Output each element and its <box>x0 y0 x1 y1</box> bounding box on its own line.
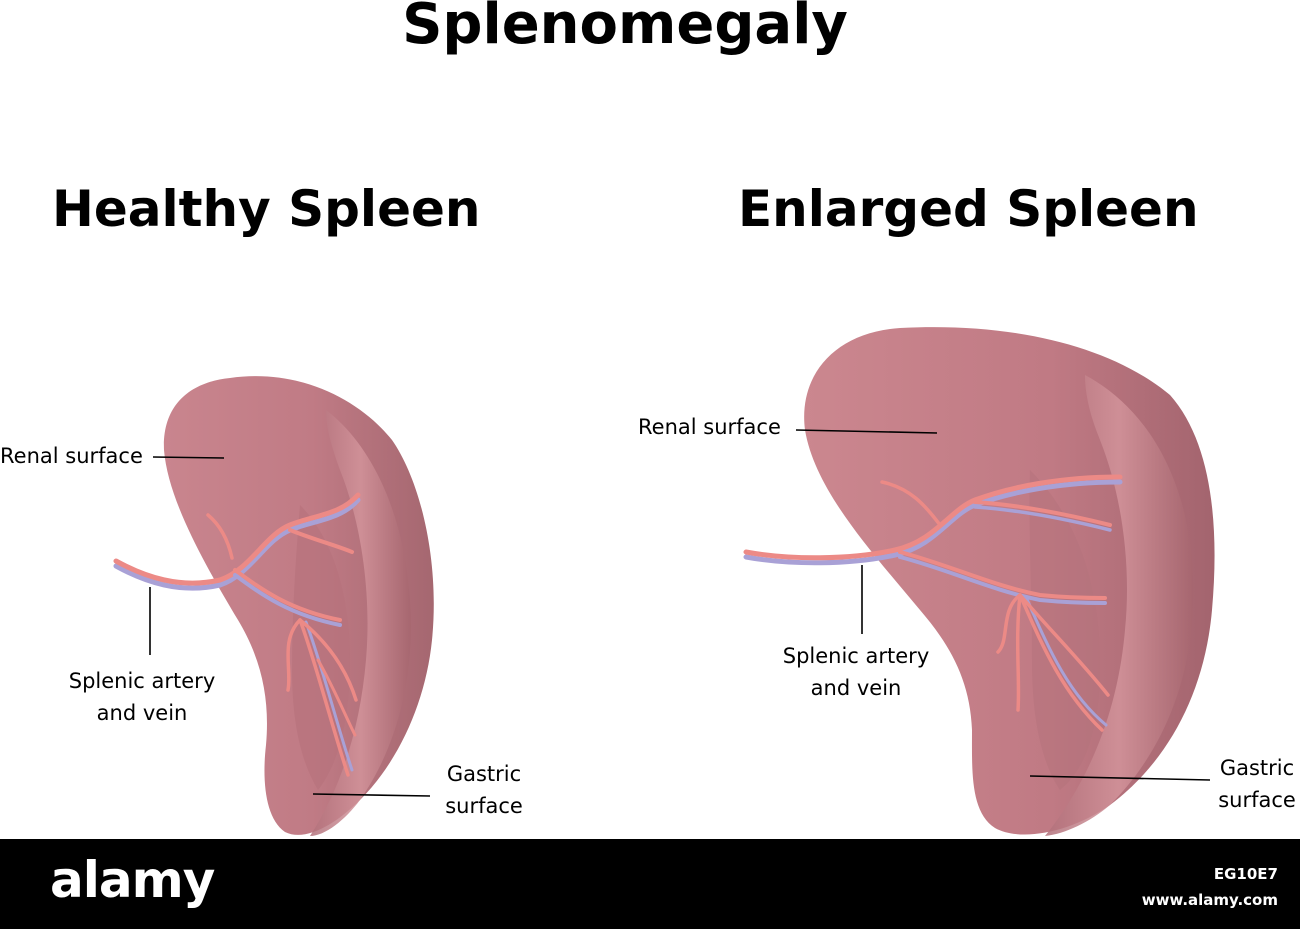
enlarged-spleen <box>743 327 1215 836</box>
enlarged-spleen-rim <box>1045 375 1194 836</box>
healthy-gastric-surface-label: Gastric surface <box>434 758 534 822</box>
image-id: EG10E7 <box>1213 865 1278 883</box>
main-title: Splenomegaly <box>402 0 848 57</box>
image-id-block: EG10E7 www.alamy.com <box>1142 861 1278 913</box>
watermark-url: www.alamy.com <box>1141 891 1278 909</box>
enlarged-gastric-surface-label: Gastric surface <box>1212 752 1300 816</box>
enlarged-splenic-artery-line1: Splenic artery <box>782 644 930 668</box>
enlarged-splenic-artery-label: Splenic artery and vein <box>775 640 937 704</box>
healthy-spleen-heading: Healthy Spleen <box>52 180 481 238</box>
healthy-gastric-line2: surface <box>445 794 523 818</box>
enlarged-vessels <box>743 474 1123 732</box>
enlarged-renal-surface-label: Renal surface <box>638 415 781 439</box>
enlarged-spleen-heading: Enlarged Spleen <box>738 180 1199 238</box>
enlarged-gastric-line2: surface <box>1218 788 1296 812</box>
enlarged-gastric-line1: Gastric <box>1219 756 1295 780</box>
healthy-spleen <box>113 376 434 836</box>
alamy-logo: alamy <box>50 851 215 909</box>
watermark-footer: alamy EG10E7 www.alamy.com <box>0 839 1300 929</box>
enlarged-leader-lines <box>795 429 1211 781</box>
healthy-spleen-rim <box>310 410 411 836</box>
healthy-splenic-artery-label: Splenic artery and vein <box>62 665 222 729</box>
healthy-renal-surface-label: Renal surface <box>0 444 143 468</box>
enlarged-splenic-artery-line2: and vein <box>810 676 902 700</box>
healthy-splenic-artery-line1: Splenic artery <box>68 669 216 693</box>
healthy-artery <box>113 492 361 586</box>
healthy-vein <box>113 497 361 591</box>
healthy-vessels <box>113 492 361 777</box>
healthy-splenic-artery-line2: and vein <box>96 701 188 725</box>
healthy-leader-lines <box>149 456 431 797</box>
healthy-gastric-line1: Gastric <box>446 762 522 786</box>
enlarged-vein <box>743 479 1123 566</box>
